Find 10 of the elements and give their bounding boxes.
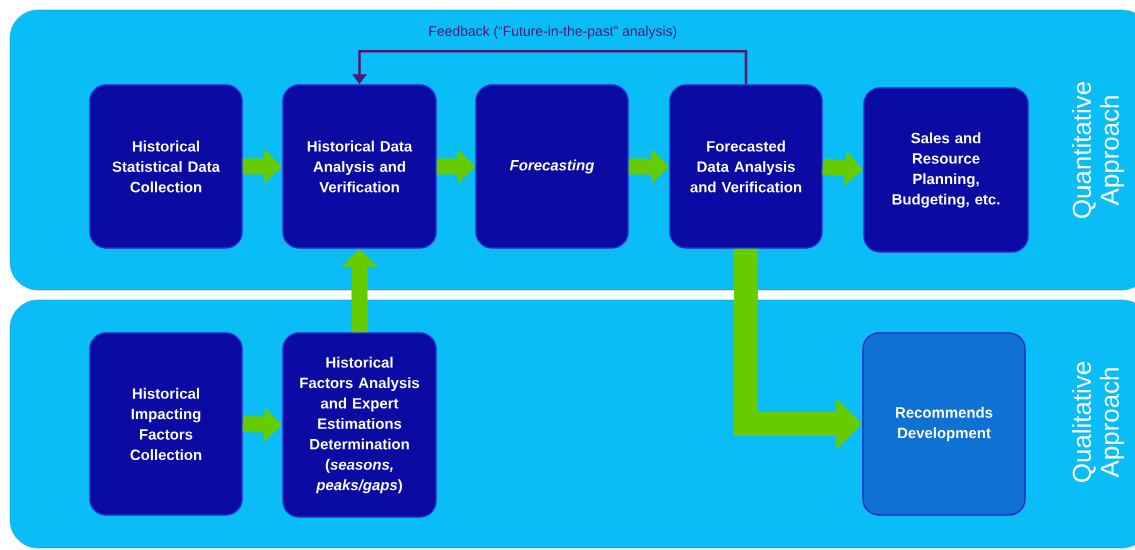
process-box: Historical Factors Analysis and Expert Estimations Determination (seasons, peaks/gaps) xyxy=(282,332,437,518)
process-box: Forecasting xyxy=(475,84,629,249)
process-box: Sales and Resource Planning, Budgeting, etc. xyxy=(863,87,1029,253)
process-box: Historical Impacting Factors Collection xyxy=(89,332,243,516)
band-heading: Qualitative Approach xyxy=(1072,361,1124,482)
process-box: Forecasted Data Analysis and Verification xyxy=(669,84,823,249)
process-box: Historical Data Analysis and Verification xyxy=(282,84,437,249)
band-heading: Quantitative Approach xyxy=(1072,82,1124,218)
process-box: Recommends Development xyxy=(862,332,1026,516)
process-box: Historical Statistical Data Collection xyxy=(89,84,243,249)
